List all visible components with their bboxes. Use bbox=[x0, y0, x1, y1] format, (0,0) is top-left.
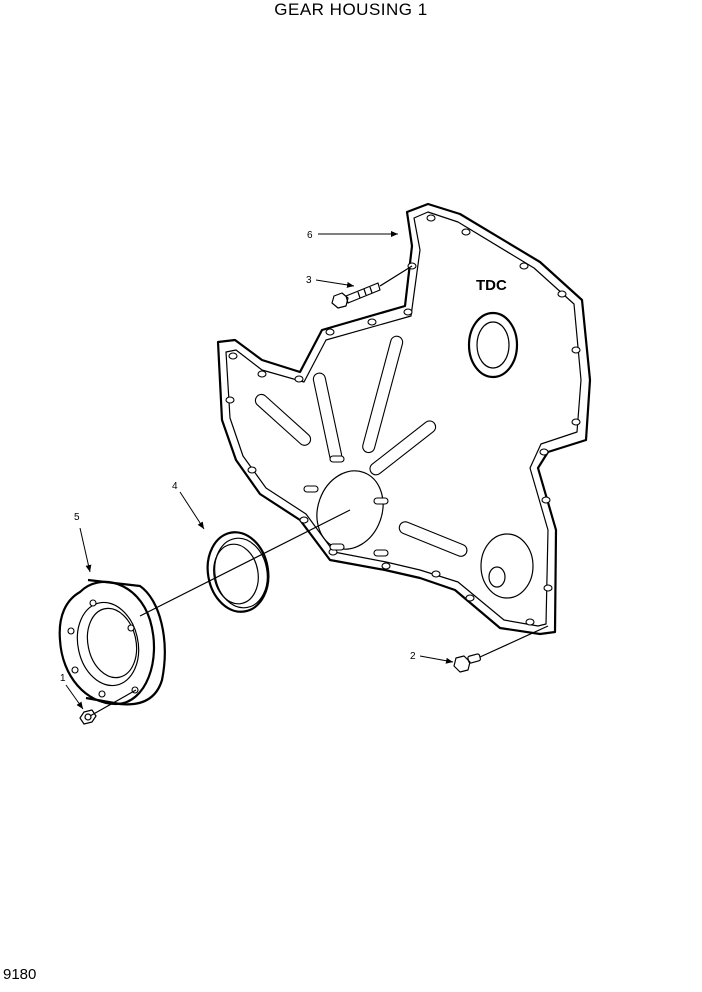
callout-2: 2 bbox=[410, 651, 454, 664]
callout-6: 6 bbox=[307, 230, 398, 241]
callout-4: 4 bbox=[172, 481, 205, 530]
callout-label-1: 1 bbox=[60, 673, 66, 684]
cover-ribs bbox=[254, 335, 468, 557]
callout-label-5: 5 bbox=[74, 512, 80, 523]
callout-label-3: 3 bbox=[306, 275, 312, 286]
cover-bolt-holes bbox=[225, 214, 581, 626]
assembly-lines bbox=[89, 265, 549, 717]
callout-1: 1 bbox=[60, 673, 84, 710]
callout-label-2: 2 bbox=[410, 651, 416, 662]
capscrew-3 bbox=[331, 282, 381, 309]
flange-nut bbox=[79, 709, 97, 725]
capscrew-2 bbox=[453, 653, 481, 673]
gear-housing-cover: TDC bbox=[216, 202, 592, 636]
page-title: GEAR HOUSING 1 bbox=[274, 0, 428, 19]
lower-boss bbox=[480, 533, 534, 599]
tdc-window: TDC bbox=[467, 277, 519, 379]
dowel-pins bbox=[303, 455, 389, 557]
tdc-marking: TDC bbox=[476, 277, 507, 294]
seal-carrier bbox=[58, 578, 166, 706]
callout-label-6: 6 bbox=[307, 230, 313, 241]
oil-seal bbox=[206, 531, 270, 613]
callout-label-4: 4 bbox=[172, 481, 178, 492]
page-number: 9180 bbox=[3, 966, 37, 983]
callout-3: 3 bbox=[306, 275, 355, 288]
callout-5: 5 bbox=[74, 512, 92, 573]
